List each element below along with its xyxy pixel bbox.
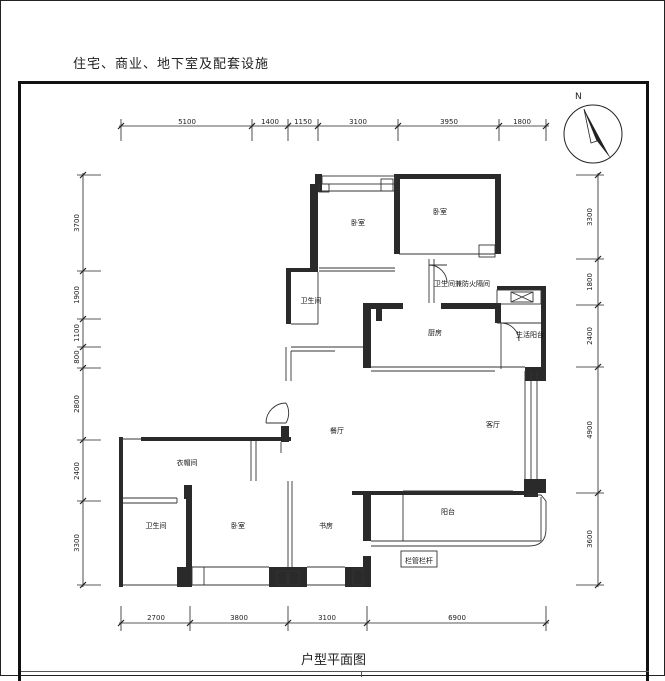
room-bedroom-1: 卧室	[351, 218, 365, 227]
project-title: 住宅、商业、地下室及配套设施	[73, 57, 270, 72]
room-bedroom-3: 卧室	[231, 521, 245, 530]
room-closet: 衣帽间	[177, 458, 198, 467]
north-arrow-icon	[563, 104, 623, 164]
dim-bottom-3: 3100	[318, 614, 336, 622]
title-block-divider	[361, 671, 362, 677]
room-study: 书房	[319, 521, 333, 530]
walls	[119, 174, 546, 587]
title-block-rule	[21, 671, 649, 672]
north-label: N	[575, 92, 582, 102]
dimension-lines	[77, 119, 604, 631]
room-kitchen: 厨房	[428, 328, 442, 337]
room-bathroom-1: 卫生间	[301, 296, 322, 305]
room-living-balcony: 生活阳台	[516, 330, 544, 339]
dim-top-2: 1400	[261, 118, 279, 126]
label-guard-rail: 栏管栏杆	[405, 556, 433, 565]
wall-outlines	[121, 175, 547, 586]
plan-caption: 户型平面图	[300, 653, 366, 668]
dim-top-6: 1800	[513, 118, 531, 126]
drawing-frame	[18, 81, 649, 681]
room-dining: 餐厅	[330, 426, 344, 435]
dim-bottom-1: 2700	[147, 614, 165, 622]
dim-left-4: 800	[73, 350, 81, 363]
dim-right-2: 1800	[586, 273, 594, 291]
dim-left-1: 3700	[73, 214, 81, 232]
dim-left-5: 2800	[73, 395, 81, 413]
room-bathroom-2: 卫生间	[146, 521, 167, 530]
dim-top-1: 5100	[178, 118, 196, 126]
dim-left-7: 3300	[73, 534, 81, 552]
dim-left-6: 2400	[73, 462, 81, 480]
room-bedroom-2: 卧室	[433, 207, 447, 216]
dim-right-5: 3600	[586, 530, 594, 548]
dim-right-3: 2400	[586, 327, 594, 345]
dim-right-1: 3300	[586, 208, 594, 226]
dim-bottom-2: 3800	[230, 614, 248, 622]
dim-top-5: 3950	[440, 118, 458, 126]
dim-left-2: 1900	[73, 286, 81, 304]
dim-right-4: 4900	[586, 421, 594, 439]
room-living: 客厅	[486, 420, 500, 429]
room-balcony: 阳台	[441, 507, 455, 516]
dim-top-3: 1150	[294, 118, 312, 126]
room-bath-shelter: 卫生间兼防火隔间	[434, 279, 490, 288]
dim-bottom-4: 6900	[448, 614, 466, 622]
dim-left-3: 1100	[73, 324, 81, 342]
dim-top-4: 3100	[349, 118, 367, 126]
